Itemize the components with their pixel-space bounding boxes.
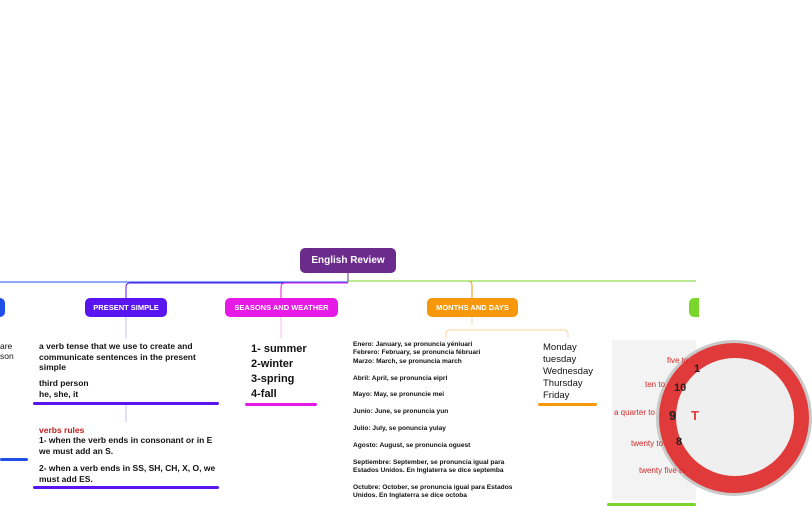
clock-image: 1 10 9 8 T five to ten to a quarter to t… (612, 340, 812, 500)
present-simple-node[interactable]: PRESENT SIMPLE (85, 298, 167, 317)
clock-label-five-to: five to (667, 356, 689, 365)
seasons-underline (245, 403, 317, 406)
clock-label-ten-to: ten to (645, 380, 666, 389)
month-item: Julio: July, se ponuncia yulay (353, 425, 446, 432)
present-simple-definition: a verb tense that we use to create and c… (39, 341, 196, 372)
clock-label-twenty-five-to: twenty five to (639, 466, 686, 475)
connector-seasons (280, 282, 348, 298)
month-item: Septiembre: September, se pronuncia igua… (353, 458, 505, 474)
connector-months (348, 280, 473, 298)
day-item: Friday (543, 390, 570, 401)
months-days-node[interactable]: MONTHS AND DAYS (427, 298, 518, 317)
clock-center-letter: T (691, 408, 699, 423)
verbs-rule-2: 2- when a verb ends in SS, SH, CH, X, O,… (39, 463, 216, 484)
day-item: tuesday (543, 354, 577, 365)
clock-number-1: 1 (694, 363, 701, 375)
month-item: Agosto: August, se pronuncia oguest (353, 441, 471, 449)
connector-present-simple (125, 282, 348, 298)
month-item: Mayo: May, se pronuncie mei (353, 391, 445, 399)
seasons-list: 1- summer 2-winter 3-spring 4-fall (251, 342, 307, 402)
month-item: Abril: April, se pronuncia eiprl (353, 374, 448, 382)
clock-label-quarter-to: a quarter to (614, 408, 655, 417)
clock-number-10: 10 (674, 382, 687, 394)
right-topic-node[interactable] (689, 298, 699, 317)
month-item: Febrero: February, se pronuncia fébruari (353, 349, 481, 357)
root-node[interactable]: English Review (300, 248, 396, 273)
day-item: Thursday (543, 378, 583, 389)
clock-label-twenty-to: twenty to (631, 439, 664, 448)
season-item: 1- summer (251, 343, 307, 355)
present-simple-underline-2 (33, 486, 219, 489)
left-cut-text-1: are (0, 341, 13, 351)
season-item: 2-winter (251, 358, 294, 370)
season-item: 4-fall (251, 388, 277, 400)
clock-underline (607, 503, 696, 506)
third-person-pronouns: he, she, it (39, 389, 79, 399)
month-item: Enero: January, se pronuncia yéniuari (353, 341, 473, 348)
connector-months-sub (445, 317, 569, 338)
verbs-rules-title: verbs rules (39, 425, 85, 435)
clock-number-8: 8 (676, 436, 683, 448)
months-list: Enero: January, se pronuncia yéniuari Fe… (353, 341, 527, 501)
seasons-node[interactable]: SEASONS AND WEATHER (225, 298, 338, 317)
connector-lines (0, 273, 696, 422)
clock-number-9: 9 (669, 408, 677, 423)
third-person-label: third person (39, 378, 89, 388)
day-item: Monday (543, 342, 577, 353)
day-item: Wednesday (543, 366, 593, 377)
days-underline (538, 403, 597, 406)
left-topic-node[interactable] (0, 298, 5, 317)
season-item: 3-spring (251, 373, 295, 385)
month-item: Marzo: March, se pronuncia march (353, 357, 462, 365)
verbs-rule-1: 1- when the verb ends in consonant or in… (39, 435, 213, 456)
left-underline (0, 458, 28, 461)
month-item: Octubre: October, se pronuncia igual par… (353, 483, 513, 500)
month-item: Junio: June, se pronuncia yun (353, 408, 449, 416)
present-simple-underline-1 (33, 402, 219, 405)
clock-inner-face (676, 358, 794, 476)
days-list: Monday tuesday Wednesday Thursday Friday (543, 342, 593, 402)
left-cut-text-2: son (0, 351, 14, 361)
